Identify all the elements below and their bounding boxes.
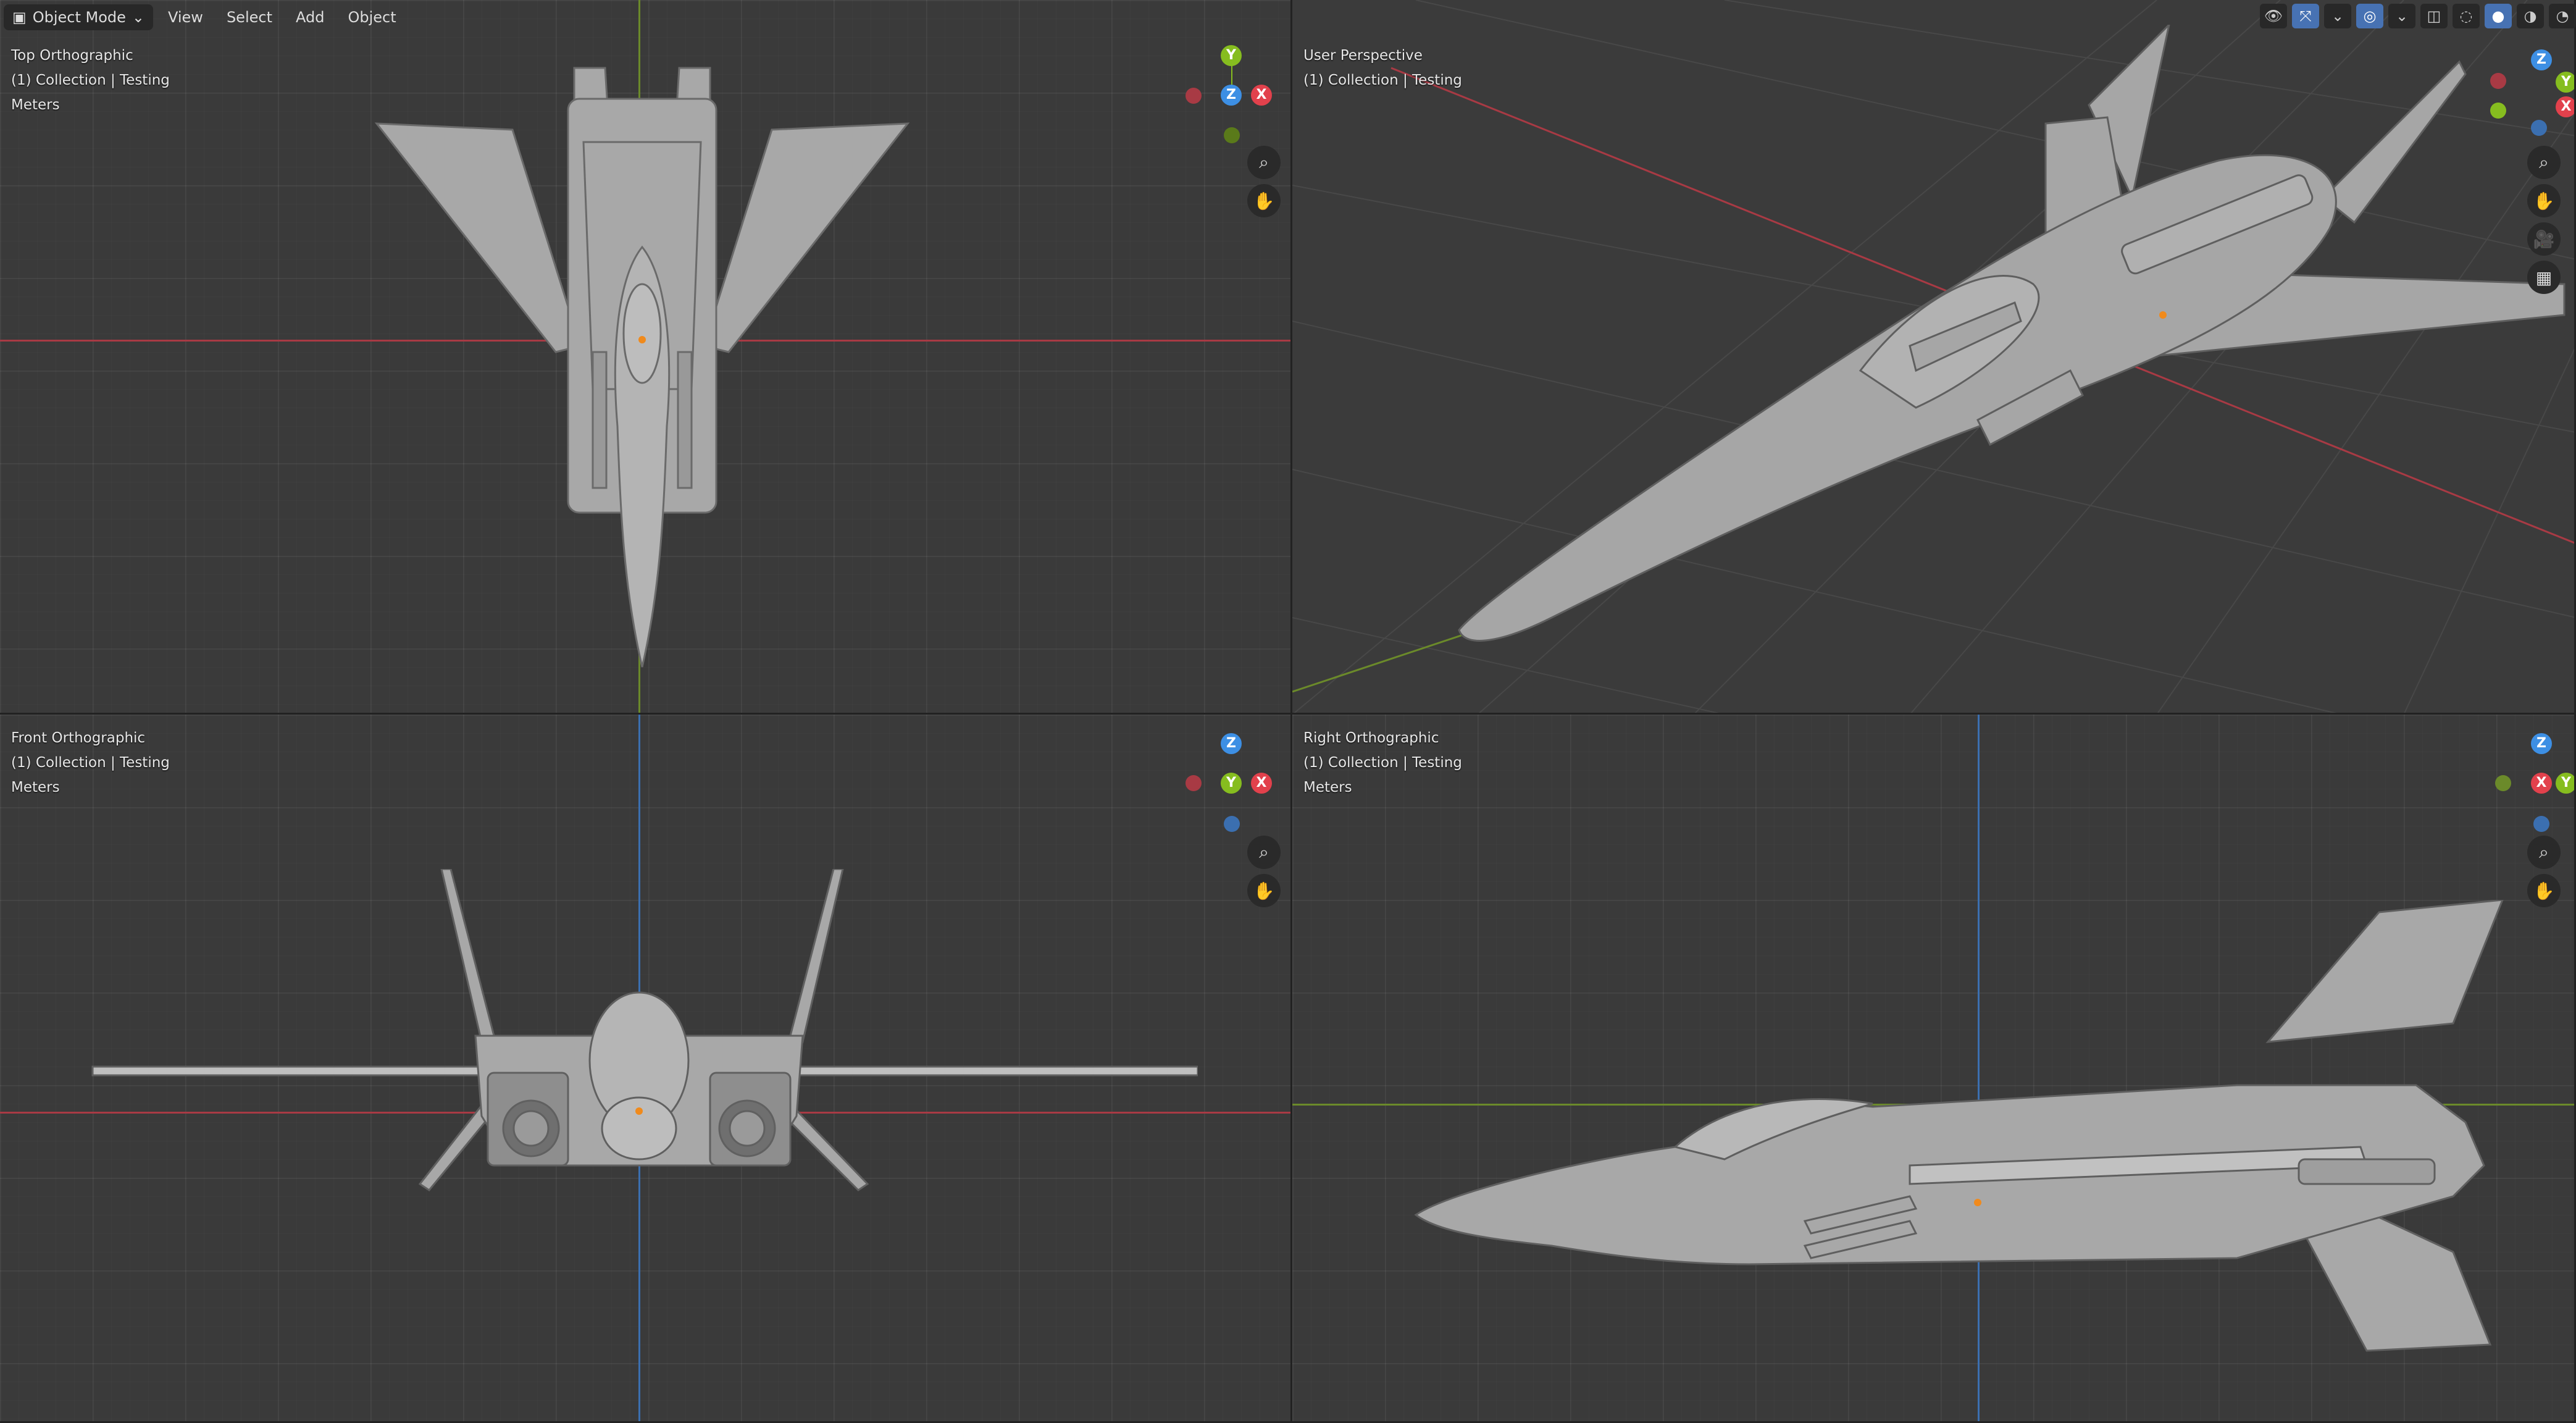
- gizmo-z-axis[interactable]: Z: [2531, 733, 2552, 754]
- collection-label: (1) Collection | Testing: [1303, 72, 1462, 88]
- viewport-info: Top Orthographic (1) Collection | Testin…: [11, 43, 170, 117]
- camera-icon[interactable]: 🎥: [2527, 222, 2561, 256]
- viewport-top[interactable]: Top Orthographic (1) Collection | Testin…: [0, 0, 1292, 715]
- gizmo-neg-y[interactable]: [2495, 775, 2511, 791]
- gizmo-x-axis[interactable]: X: [1251, 85, 1272, 106]
- object-mode-label: Object Mode: [32, 9, 126, 26]
- z-axis-line: [1978, 715, 1980, 1421]
- viewport-header: ▣ Object Mode ⌄ View Select Add Object 👁…: [0, 0, 2576, 35]
- object-mode-dropdown[interactable]: ▣ Object Mode ⌄: [4, 4, 153, 30]
- gizmo-neg-x[interactable]: [2490, 73, 2506, 89]
- navigation-gizmo[interactable]: Z X Y: [2478, 733, 2574, 832]
- zoom-icon[interactable]: ⌕: [1247, 146, 1281, 179]
- hand-pan-icon[interactable]: ✋: [2527, 874, 2561, 907]
- gizmo-z-axis[interactable]: Z: [2531, 49, 2552, 70]
- gizmo-neg-z[interactable]: [2531, 120, 2547, 136]
- hand-pan-icon[interactable]: ✋: [2527, 184, 2561, 217]
- gizmo-y-axis[interactable]: Y: [2556, 72, 2574, 93]
- solid-shading-icon[interactable]: ●: [2485, 4, 2512, 28]
- chevron-down-icon[interactable]: ⌄: [2324, 4, 2351, 28]
- gizmo-neg-y[interactable]: [1224, 127, 1240, 143]
- menu-add[interactable]: Add: [295, 9, 325, 26]
- chevron-down-icon: ⌄: [132, 9, 144, 26]
- viewport-front[interactable]: Front Orthographic (1) Collection | Test…: [0, 715, 1292, 1423]
- collection-label: (1) Collection | Testing: [11, 755, 170, 771]
- wireframe-shading-icon[interactable]: ◌: [2453, 4, 2480, 28]
- viewport-info: Front Orthographic (1) Collection | Test…: [11, 726, 170, 800]
- gizmo-y-axis[interactable]: Y: [1221, 45, 1242, 66]
- units-label: Meters: [11, 97, 60, 113]
- gizmo-y-axis[interactable]: Y: [2556, 773, 2574, 794]
- view-name: Front Orthographic: [11, 730, 146, 746]
- units-label: Meters: [11, 779, 60, 795]
- viewport-info: Right Orthographic (1) Collection | Test…: [1303, 726, 1462, 800]
- view-name: Right Orthographic: [1303, 730, 1439, 746]
- collection-label: (1) Collection | Testing: [11, 72, 170, 88]
- zoom-icon[interactable]: ⌕: [1247, 836, 1281, 869]
- units-label: Meters: [1303, 779, 1352, 795]
- aircraft-front-view[interactable]: [86, 869, 1198, 1264]
- header-right-tools: 👁 ⤧ ⌄ ◎ ⌄ ◫ ◌ ● ◑ ◔: [2260, 4, 2576, 28]
- view-name: User Perspective: [1303, 48, 1423, 64]
- menu-select[interactable]: Select: [226, 9, 272, 26]
- aircraft-perspective-view[interactable]: [1391, 25, 2576, 661]
- gizmo-x-axis[interactable]: X: [2531, 773, 2552, 794]
- navigation-gizmo[interactable]: Z Y X: [2478, 43, 2574, 142]
- view-name: Top Orthographic: [11, 48, 133, 64]
- navigation-gizmo[interactable]: Z X Y: [1186, 733, 1284, 832]
- zoom-icon[interactable]: ⌕: [2527, 146, 2561, 179]
- gizmo-neg-z[interactable]: [2533, 816, 2549, 832]
- gizmo-neg-z[interactable]: [1224, 816, 1240, 832]
- hand-pan-icon[interactable]: ✋: [1247, 184, 1281, 217]
- navigation-gizmo[interactable]: Y X Z: [1186, 43, 1284, 143]
- zoom-icon[interactable]: ⌕: [2527, 836, 2561, 869]
- viewport-perspective[interactable]: User Perspective (1) Collection | Testin…: [1292, 0, 2576, 715]
- viewport-right[interactable]: Right Orthographic (1) Collection | Test…: [1292, 715, 2576, 1423]
- gizmo-z-axis[interactable]: Z: [1221, 85, 1242, 106]
- gizmo-x-axis[interactable]: X: [1251, 773, 1272, 794]
- gizmo-neg-x[interactable]: [1186, 775, 1202, 791]
- gizmo-z-axis[interactable]: Z: [1221, 733, 1242, 754]
- visibility-icon[interactable]: 👁: [2260, 4, 2287, 28]
- object-mode-icon: ▣: [12, 9, 27, 26]
- viewport-info: User Perspective (1) Collection | Testin…: [1303, 43, 1462, 93]
- xray-icon[interactable]: ◫: [2420, 4, 2448, 28]
- aircraft-top-view[interactable]: [370, 43, 914, 673]
- collection-label: (1) Collection | Testing: [1303, 755, 1462, 771]
- gizmo-y-axis[interactable]: Y: [1221, 773, 1242, 794]
- overlay-toggle-icon[interactable]: ◎: [2356, 4, 2383, 28]
- menu-view[interactable]: View: [167, 9, 203, 26]
- menu-object[interactable]: Object: [348, 9, 396, 26]
- chevron-down-icon[interactable]: ⌄: [2388, 4, 2415, 28]
- gizmo-neg-x[interactable]: [1186, 88, 1202, 104]
- hand-pan-icon[interactable]: ✋: [1247, 874, 1281, 907]
- gizmo-neg-y[interactable]: [2490, 103, 2506, 119]
- gizmo-toggle-icon[interactable]: ⤧: [2292, 4, 2319, 28]
- grid-icon[interactable]: ▦: [2527, 261, 2561, 294]
- gizmo-x-axis[interactable]: X: [2556, 96, 2574, 117]
- material-shading-icon[interactable]: ◑: [2517, 4, 2544, 28]
- aircraft-right-view[interactable]: [1403, 900, 2564, 1357]
- rendered-shading-icon[interactable]: ◔: [2549, 4, 2576, 28]
